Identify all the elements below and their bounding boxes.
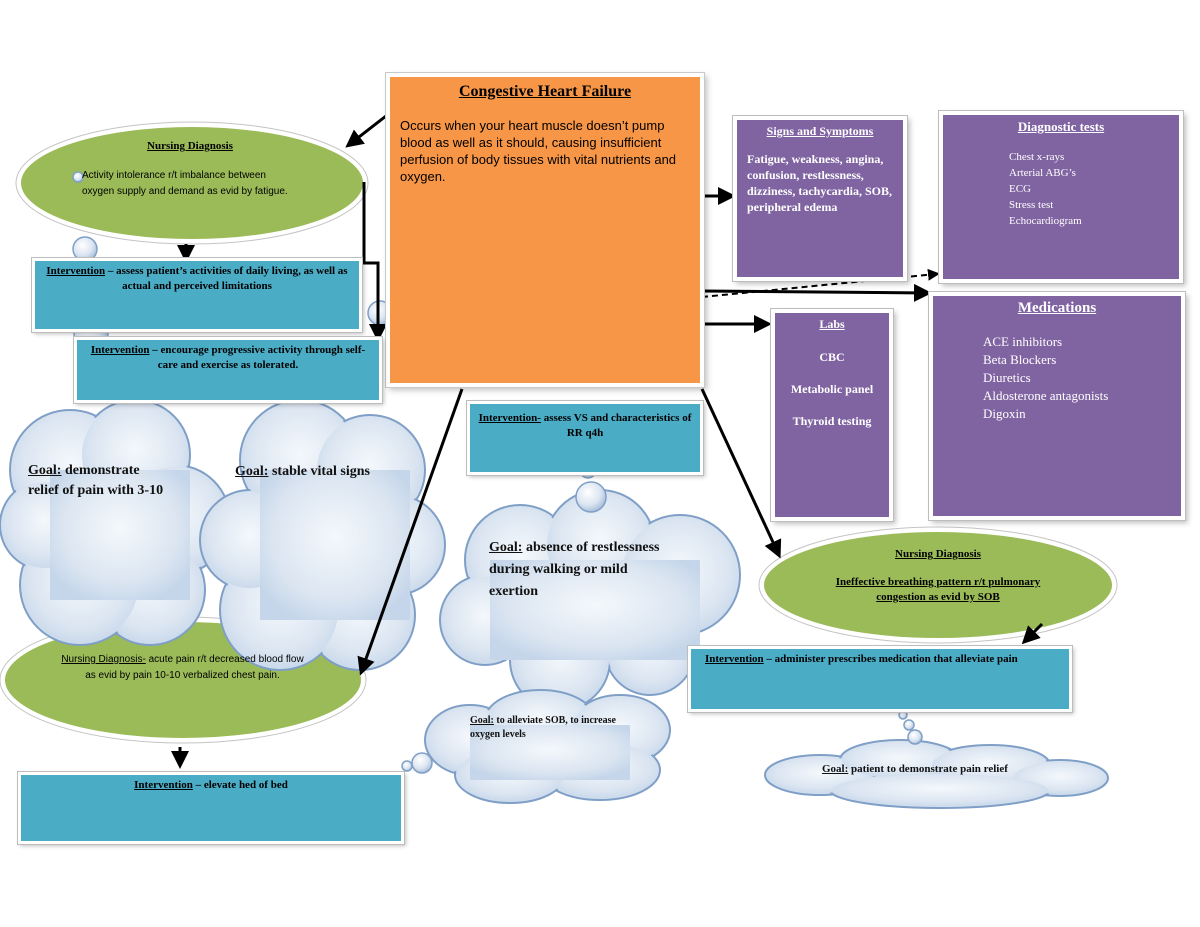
intervention-1-text: – assess patient’s activities of daily l… bbox=[105, 265, 348, 292]
signs-symptoms-box: Signs and Symptoms Fatigue, weakness, an… bbox=[733, 116, 907, 281]
signs-symptoms-title: Signs and Symptoms bbox=[766, 124, 874, 138]
nursing-diagnosis-1-title: Nursing Diagnosis bbox=[147, 140, 233, 152]
intervention-3-text: assess VS and characteristics of RR q4h bbox=[540, 412, 692, 439]
congestive-heart-failure-box: Congestive Heart Failure Occurs when you… bbox=[386, 73, 704, 387]
intervention-1-label: Intervention bbox=[46, 265, 106, 277]
lab-item: Thyroid testing bbox=[792, 414, 872, 428]
signs-symptoms-text: Fatigue, weakness, angina, confusion, re… bbox=[747, 152, 893, 214]
medication-item: ACE inhibitors bbox=[983, 334, 1063, 349]
diagnostic-test-item: Arterial ABG’s bbox=[1009, 167, 1076, 179]
intervention-3-box: Intervention- assess VS and characterist… bbox=[467, 401, 703, 475]
goal-4-label: Goal: bbox=[470, 715, 494, 726]
goal-3-label: Goal: bbox=[489, 540, 523, 555]
center-title: Congestive Heart Failure bbox=[458, 83, 632, 100]
intervention-4-box: Intervention – elevate hed of bed bbox=[18, 772, 404, 844]
intervention-2-label: Intervention bbox=[90, 344, 150, 356]
intervention-5-text: – administer prescribes medication that … bbox=[763, 653, 1018, 665]
goal-4-text: to alleviate SOB, to increase oxygen lev… bbox=[470, 715, 616, 740]
nursing-diagnosis-3-text: Ineffective breathing pattern r/t pulmon… bbox=[835, 576, 1041, 603]
medications-title: Medications bbox=[1017, 300, 1097, 316]
goal-3-text: absence of restlessness during walking o… bbox=[489, 540, 660, 599]
lab-item: CBC bbox=[819, 350, 845, 364]
diagnostic-test-item: ECG bbox=[1009, 183, 1031, 195]
diagnostic-test-item: Chest x-rays bbox=[1009, 151, 1065, 163]
goal-3: Goal: absence of restlessness during wal… bbox=[489, 537, 679, 603]
nursing-diagnosis-3-title: Nursing Diagnosis bbox=[895, 548, 981, 560]
goal-1-label: Goal: bbox=[28, 463, 62, 478]
goal-4: Goal: to alleviate SOB, to increase oxyg… bbox=[470, 714, 620, 742]
nursing-diagnosis-2-label: Nursing Diagnosis- bbox=[61, 654, 146, 665]
goal-1-text: demonstrate relief of pain with 3-10 bbox=[28, 463, 164, 498]
goal-2-text: stable vital signs bbox=[268, 464, 370, 479]
medications-box: Medications ACE inhibitors Beta Blockers… bbox=[929, 292, 1185, 520]
goal-5-label: Goal: bbox=[822, 763, 849, 775]
nursing-diagnosis-1-text: Activity intolerance r/t imbalance betwe… bbox=[82, 170, 288, 197]
diagnostic-tests-box: Diagnostic tests Chest x-rays Arterial A… bbox=[939, 111, 1183, 283]
diagnostic-test-item: Stress test bbox=[1009, 199, 1054, 211]
diagnostic-tests-title: Diagnostic tests bbox=[1017, 119, 1105, 134]
nursing-diagnosis-3: Nursing Diagnosis Ineffective breathing … bbox=[820, 548, 1056, 605]
connector-arrows bbox=[171, 114, 1044, 769]
goal-2: Goal: stable vital signs bbox=[235, 461, 375, 483]
intervention-4-text: – elevate hed of bed bbox=[192, 779, 288, 791]
medication-item: Aldosterone antagonists bbox=[983, 388, 1109, 403]
nursing-diagnosis-2: Nursing Diagnosis- acute pain r/t decrea… bbox=[60, 652, 305, 684]
labs-title: Labs bbox=[819, 317, 845, 331]
intervention-2-text: – encourage progressive activity through… bbox=[149, 344, 366, 371]
nursing-diagnosis-2-text: acute pain r/t decreased blood flow as e… bbox=[85, 654, 304, 681]
nursing-diagnosis-1: Nursing Diagnosis Activity intolerance r… bbox=[80, 140, 300, 200]
intervention-2-box: Intervention – encourage progressive act… bbox=[74, 337, 382, 403]
intervention-5-box: Intervention – administer prescribes med… bbox=[688, 646, 1072, 712]
goal-5: Goal: patient to demonstrate pain relief bbox=[822, 762, 1062, 776]
goal-5-text: patient to demonstrate pain relief bbox=[848, 763, 1008, 775]
medication-item: Digoxin bbox=[983, 406, 1026, 421]
goal-1: Goal: demonstrate relief of pain with 3-… bbox=[28, 461, 168, 501]
center-description: Occurs when your heart muscle doesn’t pu… bbox=[400, 118, 677, 184]
labs-box: Labs CBC Metabolic panel Thyroid testing bbox=[771, 309, 893, 521]
intervention-5-label: Intervention bbox=[705, 653, 764, 665]
intervention-4-label: Intervention bbox=[134, 779, 193, 791]
diagnostic-test-item: Echocardiogram bbox=[1009, 215, 1082, 227]
nursing-diagnosis-3-ellipse bbox=[760, 528, 1116, 642]
lab-item: Metabolic panel bbox=[790, 382, 874, 396]
medication-item: Beta Blockers bbox=[983, 352, 1057, 367]
intervention-3-label: Intervention- bbox=[478, 412, 541, 424]
goal-2-label: Goal: bbox=[235, 464, 269, 479]
medication-item: Diuretics bbox=[983, 370, 1031, 385]
intervention-1-box: Intervention – assess patient’s activiti… bbox=[32, 258, 362, 332]
